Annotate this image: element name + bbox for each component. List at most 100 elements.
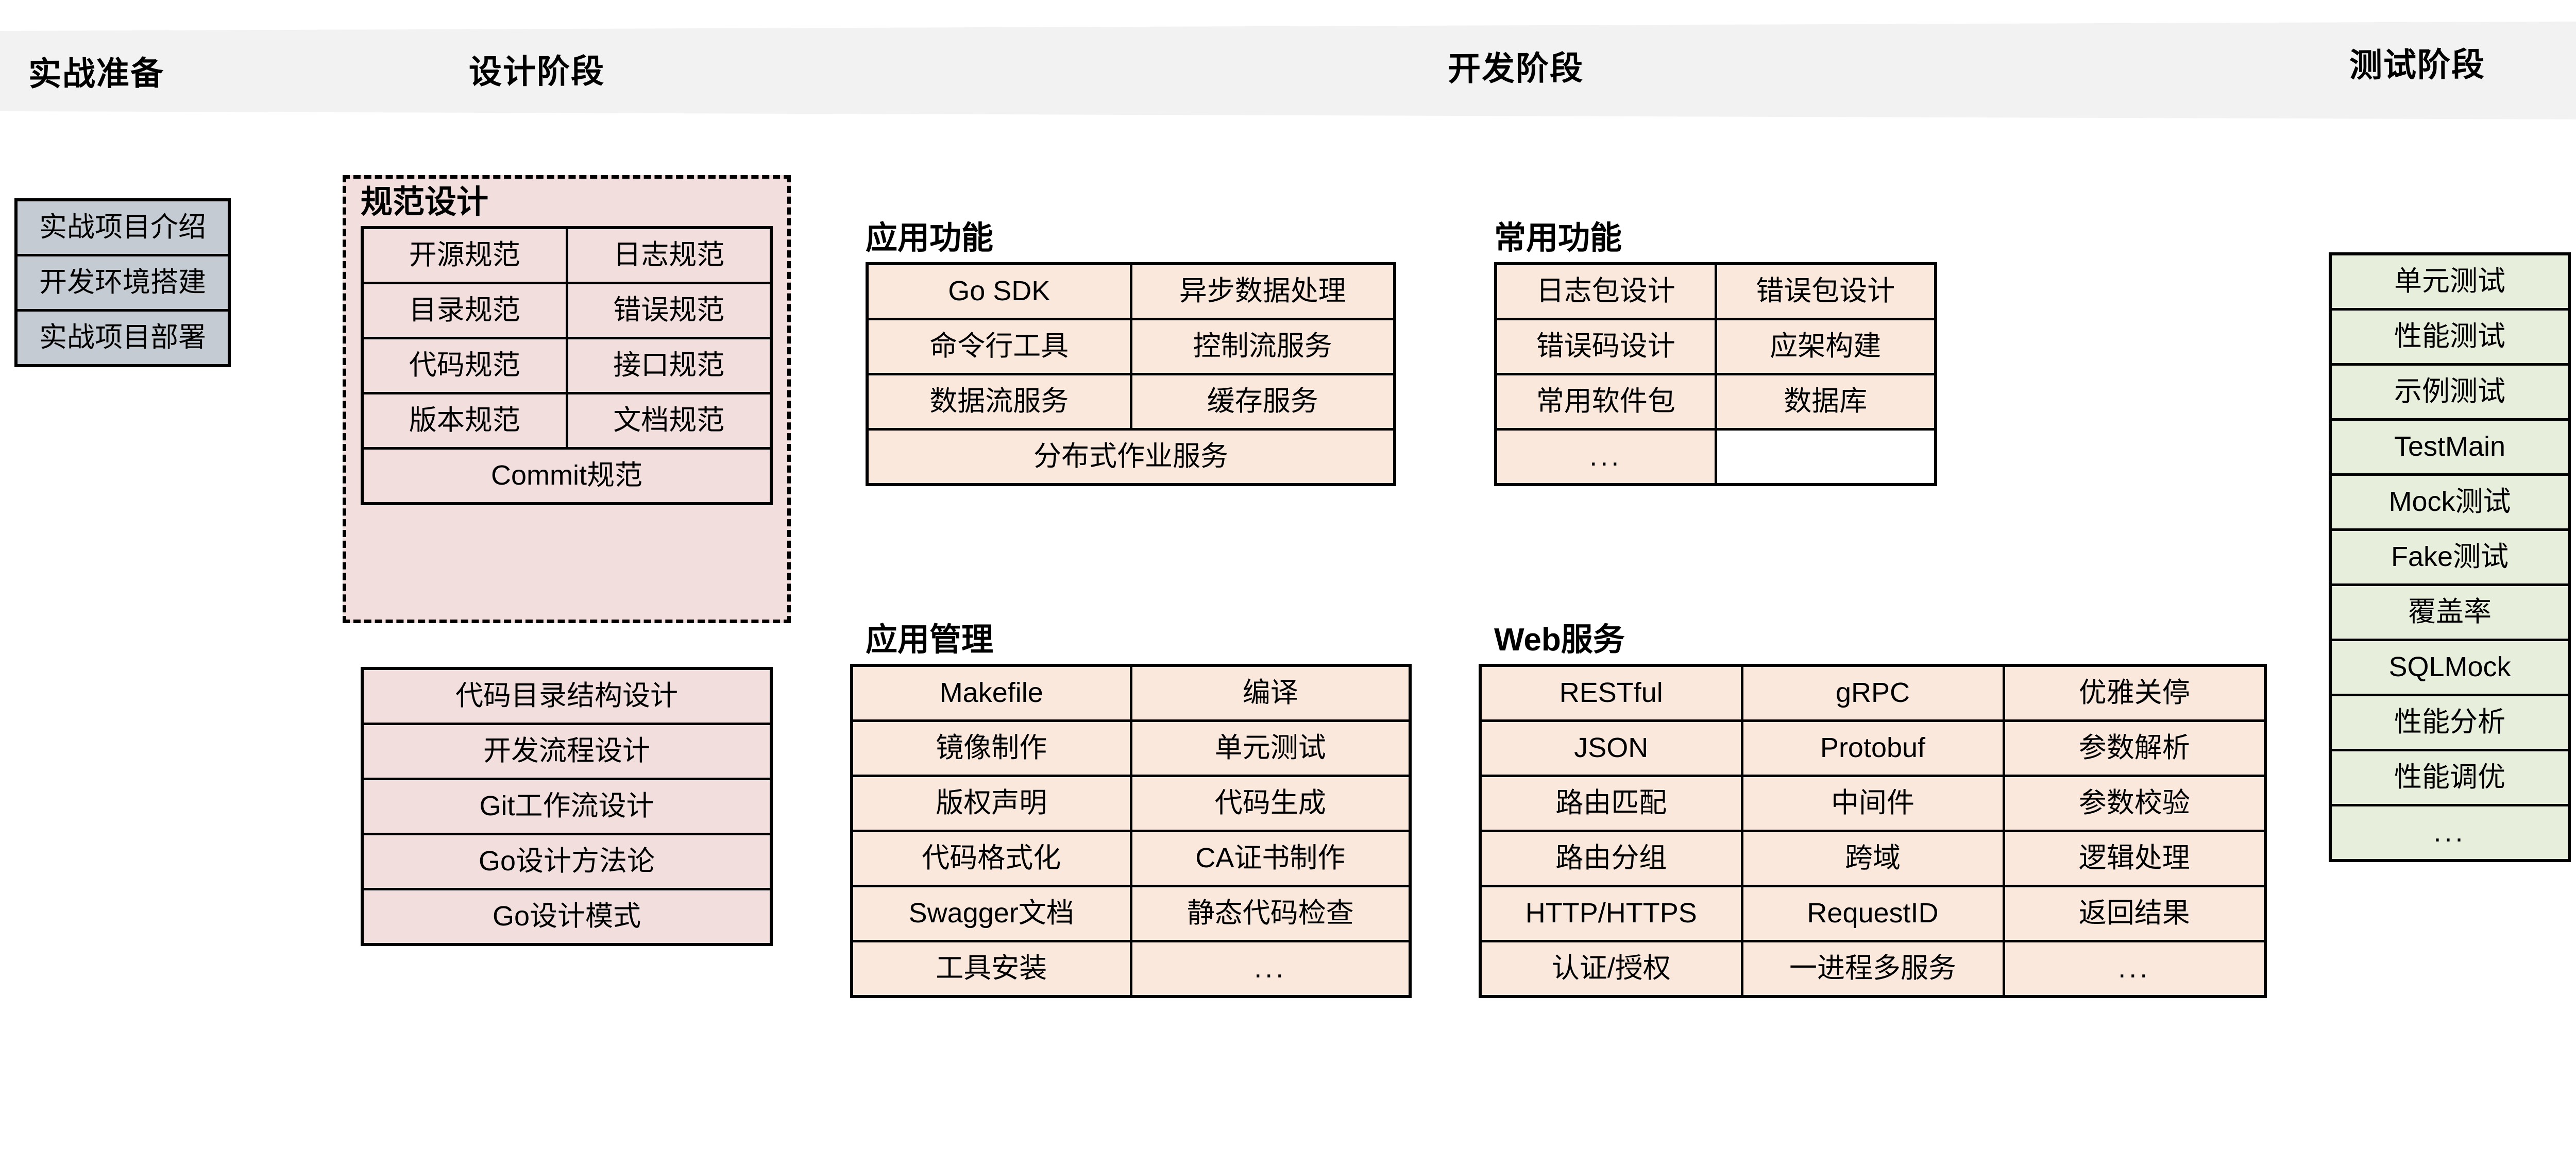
spec-cell-2-0[interactable]: 代码规范 [361, 337, 568, 395]
spec-cell-3-0[interactable]: 版本规范 [361, 392, 568, 450]
table-row: 常用软件包 数据库 [1494, 373, 1937, 431]
appmng-cell-3-1[interactable]: CA证书制作 [1129, 830, 1412, 888]
app-manage-table: Makefile 编译 镜像制作 单元测试 版权声明 代码生成 代码格式化 CA… [850, 664, 1412, 999]
prep-cell-1-0[interactable]: 开发环境搭建 [14, 254, 231, 312]
table-row: 认证/授权 一进程多服务 ... [1479, 940, 2267, 998]
table-row: 路由分组 跨域 逻辑处理 [1479, 830, 2267, 888]
table-row: Makefile 编译 [850, 664, 1412, 723]
test-cell-1[interactable]: 性能测试 [2329, 308, 2571, 366]
table-row: Swagger文档 静态代码检查 [850, 885, 1412, 943]
web-cell-4-2[interactable]: 返回结果 [2002, 885, 2267, 943]
commfeat-cell-2-0[interactable]: 常用软件包 [1494, 373, 1717, 431]
table-row: 覆盖率 [2329, 583, 2571, 641]
spec-cell-3-1[interactable]: 文档规范 [565, 392, 773, 450]
web-cell-0-2[interactable]: 优雅关停 [2002, 664, 2267, 723]
appmng-cell-3-0[interactable]: 代码格式化 [850, 830, 1132, 888]
test-cell-8[interactable]: 性能分析 [2329, 694, 2571, 751]
spec-cell-0-1[interactable]: 日志规范 [565, 226, 773, 285]
web-cell-1-1[interactable]: Protobuf [1740, 719, 2005, 778]
web-cell-2-1[interactable]: 中间件 [1740, 775, 2005, 833]
table-row: JSON Protobuf 参数解析 [1479, 719, 2267, 778]
web-cell-3-0[interactable]: 路由分组 [1479, 830, 1743, 888]
commfeat-cell-1-1[interactable]: 应架构建 [1714, 318, 1937, 376]
commfeat-cell-0-0[interactable]: 日志包设计 [1494, 262, 1717, 321]
table-row: Git工作流设计 [361, 778, 773, 835]
spec-design-table: 开源规范 日志规范 目录规范 错误规范 代码规范 接口规范 版本规范 文档规范 … [361, 226, 773, 506]
prep-cell-0-0[interactable]: 实战项目介绍 [14, 198, 231, 256]
test-cell-10[interactable]: ... [2329, 804, 2571, 862]
commfeat-cell-2-1[interactable]: 数据库 [1714, 373, 1937, 431]
banner-label-develop: 开发阶段 [1447, 49, 1584, 88]
appmng-cell-5-1[interactable]: ... [1129, 940, 1412, 998]
web-cell-5-0[interactable]: 认证/授权 [1479, 940, 1743, 998]
web-cell-5-1[interactable]: 一进程多服务 [1740, 940, 2005, 998]
design-misc-cell-4[interactable]: Go设计模式 [361, 888, 773, 946]
commfeat-cell-3-0[interactable]: ... [1494, 428, 1717, 486]
spec-cell-1-1[interactable]: 错误规范 [565, 282, 773, 340]
app-manage-title: 应用管理 [866, 622, 994, 658]
design-misc-cell-1[interactable]: 开发流程设计 [361, 723, 773, 780]
appmng-cell-2-1[interactable]: 代码生成 [1129, 775, 1412, 833]
banner-label-design: 设计阶段 [468, 53, 605, 91]
appfeat-cell-1-1[interactable]: 控制流服务 [1129, 318, 1396, 376]
prep-table: 实战项目介绍 开发环境搭建 实战项目部署 [14, 198, 231, 367]
design-misc-cell-0[interactable]: 代码目录结构设计 [361, 667, 773, 725]
test-cell-9[interactable]: 性能调优 [2329, 749, 2571, 806]
appmng-cell-1-1[interactable]: 单元测试 [1129, 719, 1412, 778]
appmng-cell-2-0[interactable]: 版权声明 [850, 775, 1132, 833]
spec-cell-2-1[interactable]: 接口规范 [565, 337, 773, 395]
web-cell-2-2[interactable]: 参数校验 [2002, 775, 2267, 833]
appfeat-cell-0-1[interactable]: 异步数据处理 [1129, 262, 1396, 321]
common-feature-table: 日志包设计 错误包设计 错误码设计 应架构建 常用软件包 数据库 ... [1494, 262, 1937, 487]
app-feature-group: 应用功能 Go SDK 异步数据处理 命令行工具 控制流服务 数据流服务 缓存服… [866, 221, 1396, 487]
appfeat-cell-2-1[interactable]: 缓存服务 [1129, 373, 1396, 431]
test-cell-3[interactable]: TestMain [2329, 418, 2571, 476]
spec-design-group: 规范设计 开源规范 日志规范 目录规范 错误规范 代码规范 接口规范 版本规范 … [361, 185, 773, 506]
web-cell-1-2[interactable]: 参数解析 [2002, 719, 2267, 778]
web-cell-3-1[interactable]: 跨域 [1740, 830, 2005, 888]
banner-label-test: 测试阶段 [2349, 46, 2486, 84]
web-service-title: Web服务 [1494, 622, 1625, 658]
appfeat-cell-3-0[interactable]: 分布式作业服务 [866, 428, 1396, 486]
web-cell-2-0[interactable]: 路由匹配 [1479, 775, 1743, 833]
web-cell-3-2[interactable]: 逻辑处理 [2002, 830, 2267, 888]
spec-cell-1-0[interactable]: 目录规范 [361, 282, 568, 340]
appmng-cell-1-0[interactable]: 镜像制作 [850, 719, 1132, 778]
design-misc-cell-2[interactable]: Git工作流设计 [361, 778, 773, 835]
test-cell-7[interactable]: SQLMock [2329, 639, 2571, 696]
appfeat-cell-1-0[interactable]: 命令行工具 [866, 318, 1132, 376]
appmng-cell-4-0[interactable]: Swagger文档 [850, 885, 1132, 943]
spec-cell-4-0[interactable]: Commit规范 [361, 447, 773, 505]
common-feature-title: 常用功能 [1494, 220, 1622, 256]
table-row: 命令行工具 控制流服务 [866, 318, 1396, 376]
spec-cell-0-0[interactable]: 开源规范 [361, 226, 568, 285]
commfeat-cell-0-1[interactable]: 错误包设计 [1714, 262, 1937, 321]
commfeat-cell-1-0[interactable]: 错误码设计 [1494, 318, 1717, 376]
appmng-cell-0-0[interactable]: Makefile [850, 664, 1132, 723]
test-cell-5[interactable]: Fake测试 [2329, 528, 2571, 586]
prep-group: 实战项目介绍 开发环境搭建 实战项目部署 [14, 198, 231, 367]
web-cell-0-1[interactable]: gRPC [1740, 664, 2005, 723]
table-row: Mock测试 [2329, 473, 2571, 531]
appmng-cell-4-1[interactable]: 静态代码检查 [1129, 885, 1412, 943]
test-cell-6[interactable]: 覆盖率 [2329, 583, 2571, 641]
test-cell-4[interactable]: Mock测试 [2329, 473, 2571, 531]
web-cell-5-2[interactable]: ... [2002, 940, 2267, 998]
test-cell-0[interactable]: 单元测试 [2329, 252, 2571, 311]
table-row: ... [2329, 804, 2571, 862]
table-row: Go设计模式 [361, 888, 773, 946]
prep-cell-2-0[interactable]: 实战项目部署 [14, 309, 231, 367]
appfeat-cell-0-0[interactable]: Go SDK [866, 262, 1132, 321]
web-cell-0-0[interactable]: RESTful [1479, 664, 1743, 723]
web-cell-4-0[interactable]: HTTP/HTTPS [1479, 885, 1743, 943]
appfeat-cell-2-0[interactable]: 数据流服务 [866, 373, 1132, 431]
table-row: RESTful gRPC 优雅关停 [1479, 664, 2267, 723]
table-row: 开源规范 日志规范 [361, 226, 773, 285]
design-misc-cell-3[interactable]: Go设计方法论 [361, 833, 773, 890]
appmng-cell-5-0[interactable]: 工具安装 [850, 940, 1132, 998]
web-cell-1-0[interactable]: JSON [1479, 719, 1743, 778]
web-cell-4-1[interactable]: RequestID [1740, 885, 2005, 943]
appmng-cell-0-1[interactable]: 编译 [1129, 664, 1412, 723]
table-row: 错误码设计 应架构建 [1494, 318, 1937, 376]
test-cell-2[interactable]: 示例测试 [2329, 363, 2571, 421]
